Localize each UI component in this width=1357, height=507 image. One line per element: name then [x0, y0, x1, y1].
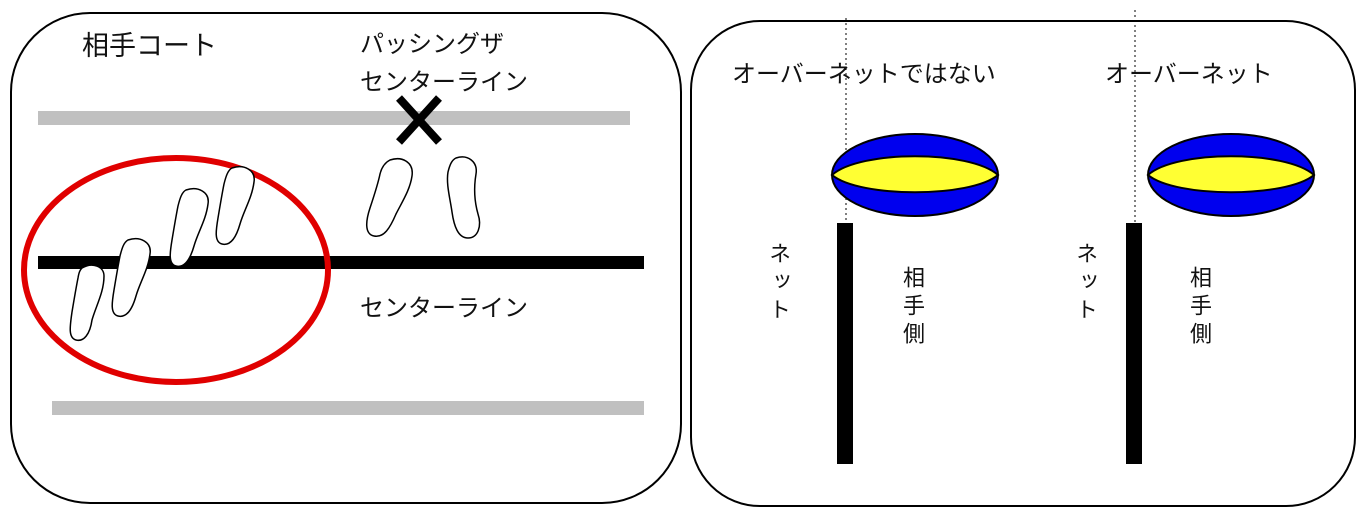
net-right: [1126, 223, 1142, 464]
footprint-icon: [446, 156, 481, 239]
footprint-icon: [169, 188, 209, 268]
footprint-icon: [111, 238, 151, 318]
ball-icon: [830, 133, 1000, 217]
ball-icon: [1146, 133, 1316, 217]
net-label-left: ネット: [765, 242, 790, 326]
opponent-side-label-left: 相手側: [899, 266, 924, 350]
not-overnet-label: オーバーネットではない: [732, 60, 996, 88]
passing-label-line2: センターライン: [360, 68, 528, 96]
bottom-court-line: [52, 401, 644, 415]
court-label: 相手コート: [82, 31, 217, 62]
net-left: [837, 223, 853, 464]
right-panel-overnet-diagram: [690, 20, 1356, 507]
passing-label-line1: パッシングザ: [360, 30, 504, 58]
top-court-line: [38, 111, 630, 125]
net-label-right: ネット: [1072, 242, 1097, 326]
center-line: [38, 256, 644, 269]
cross-icon: [396, 95, 442, 145]
footprint-icon: [215, 166, 255, 246]
highlight-circle: [21, 155, 331, 385]
footprint-icon: [366, 158, 413, 237]
overnet-label: オーバーネット: [1105, 60, 1273, 88]
centerline-label: センターライン: [360, 294, 528, 322]
footprint-icon: [69, 264, 105, 342]
opponent-side-label-right: 相手側: [1186, 266, 1211, 350]
